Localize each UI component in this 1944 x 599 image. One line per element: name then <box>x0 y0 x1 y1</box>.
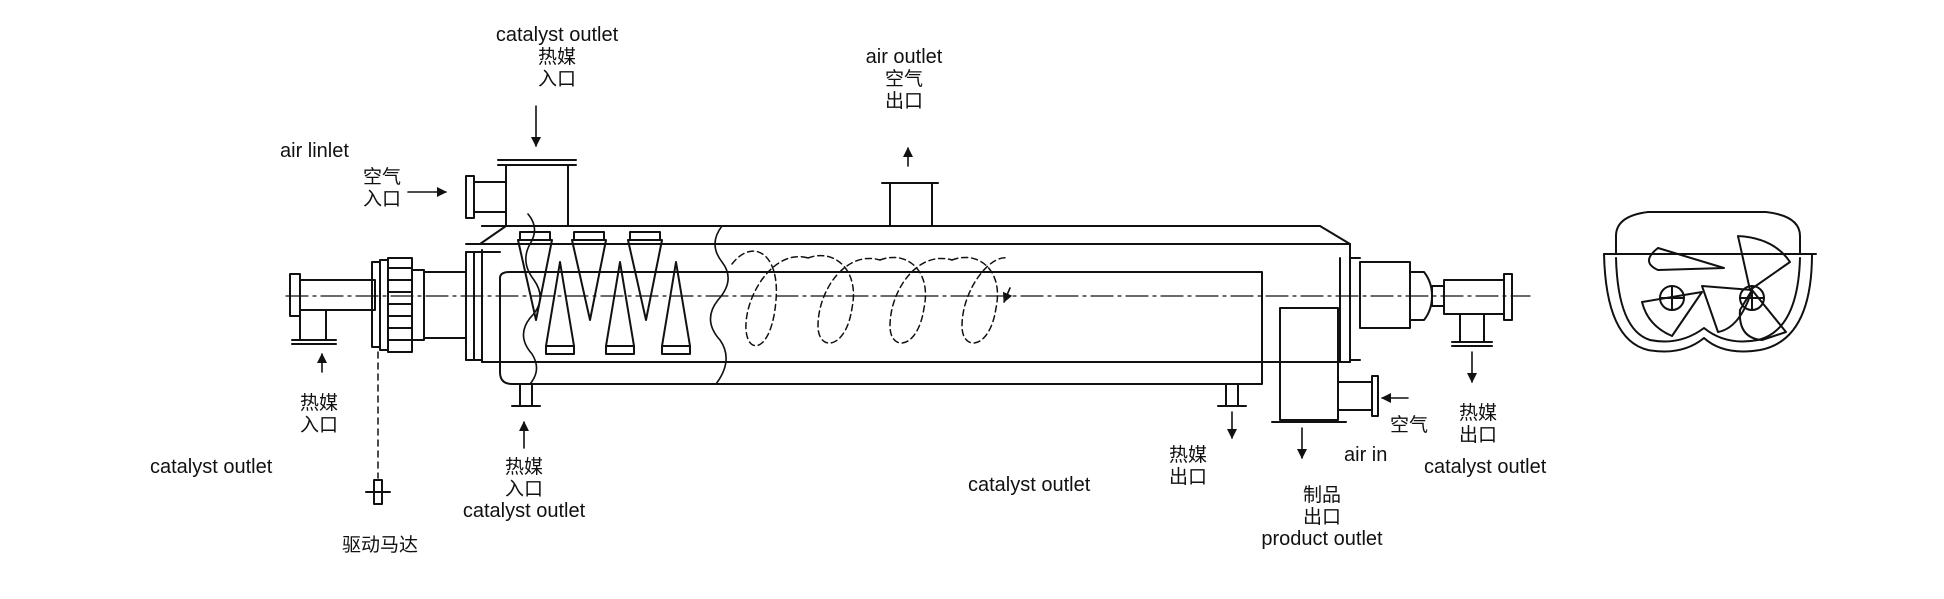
mid-outlet-label-zh1: 热媒 <box>1168 444 1208 466</box>
left-inlet-pipe <box>289 273 376 345</box>
top-inlet-manifold <box>465 159 577 245</box>
air-in-label-zh: 空气 <box>1390 414 1429 436</box>
air-outlet-nozzle <box>881 182 939 227</box>
paddles <box>517 231 691 355</box>
right-shaft-end <box>1359 261 1513 347</box>
dryer-body <box>465 225 1361 385</box>
motor-label: 驱动马达 <box>341 534 419 556</box>
cross-section-view <box>1603 211 1817 353</box>
drive-coupling <box>371 257 467 353</box>
left-inlet-label-en: catalyst outlet <box>150 456 273 478</box>
right-outlet-label-zh: 热媒 出口 <box>1459 402 1497 446</box>
product-outlet-label-en: product outlet <box>1261 528 1383 550</box>
air-outlet-label: air outlet 空气 出口 <box>866 46 943 112</box>
left-inlet-label-zh1: 热媒 <box>299 392 339 414</box>
cutaway-break <box>522 213 729 385</box>
product-outlet-label: 制品 出口 product outlet <box>1261 484 1382 550</box>
left-inlet-label-zh: 热媒 入口 <box>300 392 338 436</box>
top-inlet-label-zh2: 入口 <box>537 68 577 90</box>
air-outlet-label-zh2: 出口 <box>884 90 923 112</box>
right-outlet-label-en: catalyst outlet <box>1424 456 1547 478</box>
air-inlet-label-en: air linlet <box>280 140 349 162</box>
air-outlet-label-en: air outlet <box>865 46 943 68</box>
discharge-box <box>1271 307 1379 423</box>
air-in-label-en: air in <box>1344 444 1388 466</box>
air-inlet-label-zh: 空气 入口 <box>363 166 401 210</box>
screw-helix <box>731 250 1009 347</box>
bottom-inlet-label: 热媒 入口 catalyst outlet <box>463 456 585 522</box>
support-leg-right <box>1217 383 1247 407</box>
flow-arrows <box>317 105 1477 459</box>
support-leg-left <box>511 383 541 407</box>
air-outlet-label-zh1: 空气 <box>884 68 923 90</box>
product-outlet-label-zh2: 出口 <box>1302 506 1342 528</box>
top-inlet-label-en: catalyst outlet <box>495 24 619 46</box>
bottom-inlet-label-zh2: 入口 <box>504 478 544 500</box>
air-inlet-label-zh1: 空气 <box>362 166 402 188</box>
top-inlet-label-zh1: 热媒 <box>537 46 577 68</box>
top-inlet-label: catalyst outlet 热媒 入口 <box>496 24 618 90</box>
bottom-inlet-label-en: catalyst outlet <box>462 500 586 522</box>
mid-outlet-label-zh: 热媒 出口 <box>1169 444 1207 488</box>
right-outlet-label-zh2: 出口 <box>1458 424 1498 446</box>
left-inlet-label-zh2: 入口 <box>299 414 339 436</box>
right-outlet-label-zh1: 热媒 <box>1458 402 1498 424</box>
bottom-inlet-label-zh1: 热媒 <box>504 456 544 478</box>
mid-outlet-label-en: catalyst outlet <box>968 474 1091 496</box>
air-inlet-label-zh2: 入口 <box>362 188 402 210</box>
mid-outlet-label-zh2: 出口 <box>1168 466 1208 488</box>
product-outlet-label-zh1: 制品 <box>1302 484 1342 506</box>
drive-motor <box>365 351 391 505</box>
